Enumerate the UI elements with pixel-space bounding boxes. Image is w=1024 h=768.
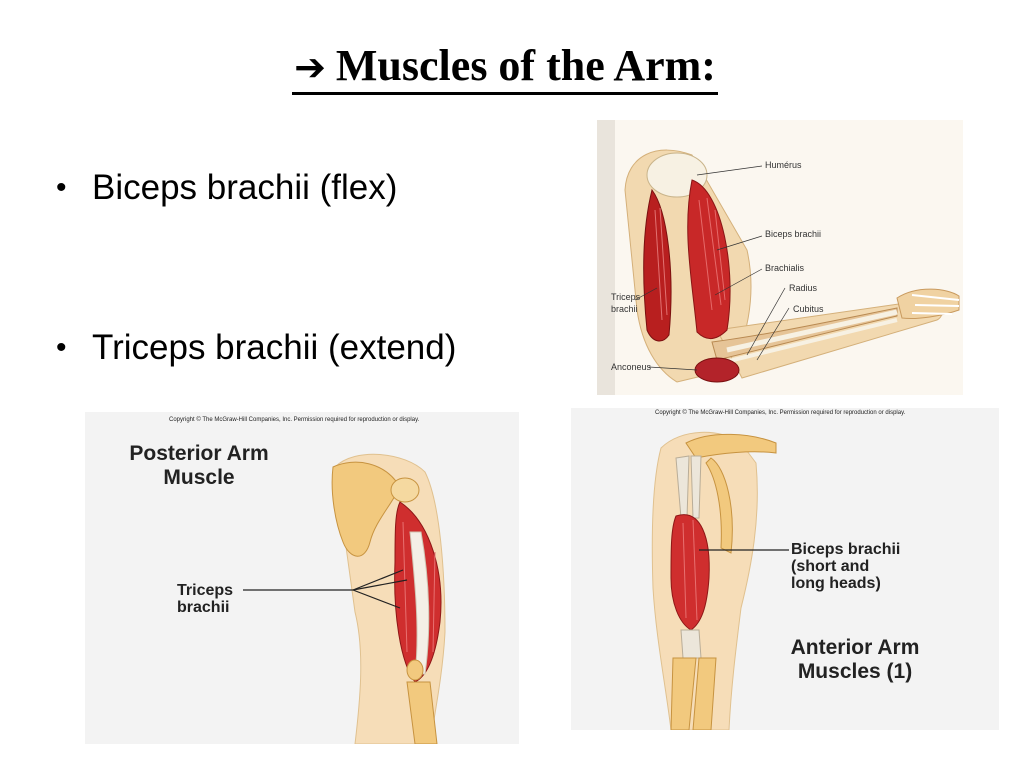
- bullet-list: • Biceps brachii (flex) • Triceps brachii …: [56, 165, 456, 371]
- label-radius: Radius: [789, 283, 818, 293]
- lateral-arm-illustration: [597, 120, 960, 395]
- slide-title: ➔Muscles of the Arm:: [0, 38, 1010, 95]
- posterior-title: Posterior Arm Muscle: [109, 442, 289, 490]
- copyright-notice: Copyright © The McGraw-Hill Companies, I…: [169, 417, 420, 423]
- bullet-text: Biceps brachii (flex): [92, 168, 398, 207]
- slide-title-text: Muscles of the Arm:: [335, 41, 716, 90]
- posterior-arm-figure: Copyright © The McGraw-Hill Companies, I…: [85, 412, 519, 744]
- anterior-label-line2: (short and: [791, 558, 870, 575]
- label-humerus: Humérus: [765, 160, 802, 170]
- bullet-item-biceps: • Biceps brachii (flex): [56, 165, 456, 211]
- anterior-arm-illustration: [651, 431, 789, 730]
- label-anconeus: Anconeus: [611, 362, 652, 372]
- bullet-text: Triceps brachii (extend): [92, 328, 457, 367]
- lateral-arm-figure: Humérus Biceps brachii Brachialis Radius…: [597, 120, 963, 395]
- posterior-title-line2: Muscle: [163, 466, 235, 489]
- anterior-label-line3: long heads): [791, 575, 881, 592]
- label-cubitus: Cubitus: [793, 304, 824, 314]
- label-brachialis: Brachialis: [765, 263, 805, 273]
- posterior-label-line2: brachii: [177, 599, 230, 616]
- anterior-label-line1: Biceps brachii: [791, 541, 901, 558]
- arrow-right-icon: ➔: [294, 45, 326, 89]
- posterior-title-line1: Posterior Arm: [129, 442, 269, 465]
- posterior-label-line1: Triceps: [177, 582, 234, 599]
- anterior-title-line2: Muscles (1): [797, 660, 913, 683]
- label-triceps-line1: Triceps: [611, 292, 641, 302]
- copyright-notice: Copyright © The McGraw-Hill Companies, I…: [655, 410, 906, 416]
- posterior-arm-illustration: [243, 453, 446, 744]
- anterior-title: Anterior Arm Muscles (1): [775, 636, 935, 684]
- anterior-biceps-label: Biceps brachii (short and long heads): [791, 541, 900, 592]
- bullet-item-triceps: • Triceps brachii (extend): [56, 325, 456, 371]
- bullet-dot: •: [56, 331, 67, 364]
- anterior-arm-figure: Copyright © The McGraw-Hill Companies, I…: [571, 408, 999, 730]
- label-triceps-line2: brachii: [611, 304, 638, 314]
- anterior-title-line1: Anterior Arm: [790, 636, 920, 659]
- label-biceps-brachii: Biceps brachii: [765, 229, 822, 239]
- posterior-triceps-label: Triceps brachii: [177, 582, 233, 616]
- bullet-dot: •: [56, 171, 67, 204]
